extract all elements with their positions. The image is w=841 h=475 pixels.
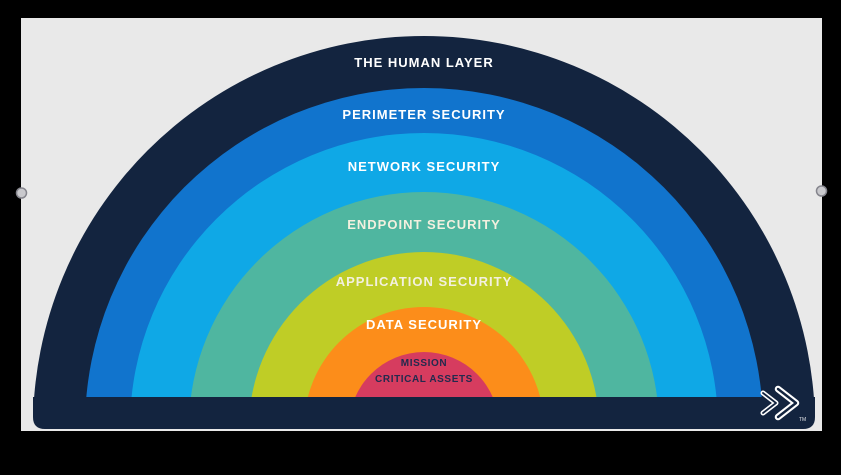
layer-label-perimeter-security: PERIMETER SECURITY [342,107,506,122]
layer-label-data-security: DATA SECURITY [365,317,483,332]
mission-line-2: CRITICAL ASSETS [375,374,473,385]
resize-handle-left[interactable] [16,188,27,198]
layer-ring-mission [354,352,494,398]
layer-label-network-security: NETWORK SECURITY [347,159,501,174]
layer-label-application-security: APPLICATION SECURITY [335,274,513,289]
mission-line-1: MISSION [400,358,448,369]
chevron-left-hollow [762,392,777,414]
double-chevron-logo: TM [760,385,806,423]
layer-label-mission-critical-assets: MISSION CRITICAL ASSETS [24,356,824,388]
resize-handle-left-ring [15,187,28,199]
layer-label-human-layer: THE HUMAN LAYER [354,55,494,70]
diagram-base-bar [33,397,815,429]
layer-label-endpoint-security: ENDPOINT SECURITY [347,217,501,232]
trademark-text: TM [799,417,806,423]
resize-handle-right[interactable] [816,186,827,196]
chevron-right-hollow [776,387,798,419]
resize-handle-right-ring [815,185,828,197]
